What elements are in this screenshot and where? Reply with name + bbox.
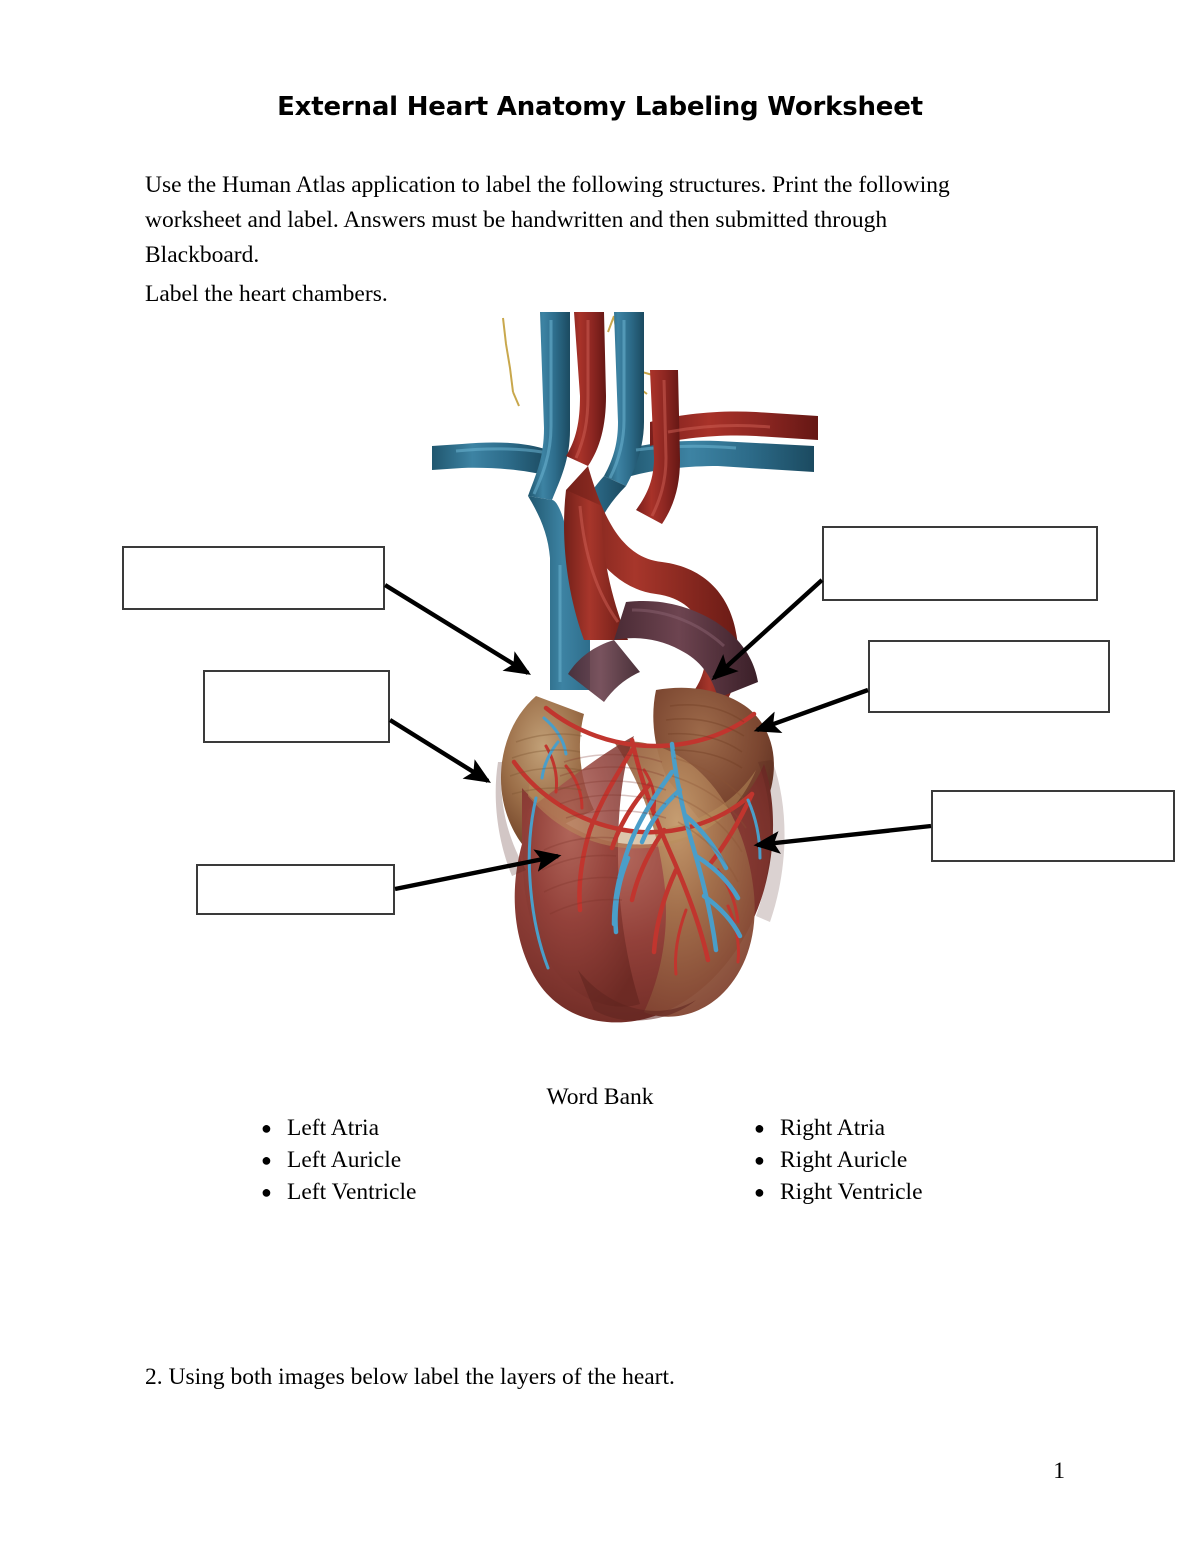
heart-anatomy-illustration	[418, 310, 830, 1030]
word-bank-term: Right Ventricle	[780, 1179, 923, 1205]
answer-box-3[interactable]	[196, 864, 395, 915]
bullet-icon: ●	[754, 1118, 765, 1138]
page-title: External Heart Anatomy Labeling Workshee…	[277, 92, 923, 122]
list-item: ● Left Auricle	[261, 1145, 595, 1175]
word-bank-term: Left Atria	[287, 1115, 380, 1141]
instructions-prompt-2: 2. Using both images below label the lay…	[145, 1364, 675, 1390]
list-item: ● Right Ventricle	[754, 1177, 1088, 1207]
answer-box-4[interactable]	[822, 526, 1098, 601]
list-item: ● Left Ventricle	[261, 1177, 595, 1207]
page-number: 1	[1053, 1458, 1065, 1484]
word-bank-left-column: ● Left Atria ● Left Auricle ● Left Ventr…	[245, 1113, 595, 1209]
bullet-icon: ●	[754, 1150, 765, 1170]
word-bank-term: Left Ventricle	[287, 1179, 417, 1205]
heart-figure	[0, 310, 1200, 1050]
bullet-icon: ●	[261, 1118, 272, 1138]
word-bank-right-column: ● Right Atria ● Right Auricle ● Right Ve…	[738, 1113, 1088, 1209]
list-item: ● Left Atria	[261, 1113, 595, 1143]
bullet-icon: ●	[261, 1182, 272, 1202]
list-item: ● Right Atria	[754, 1113, 1088, 1143]
bullet-icon: ●	[754, 1182, 765, 1202]
answer-box-5[interactable]	[868, 640, 1110, 713]
word-bank-heading: Word Bank	[546, 1084, 654, 1110]
list-item: ● Right Auricle	[754, 1145, 1088, 1175]
instructions-intro: Use the Human Atlas application to label…	[145, 172, 950, 268]
word-bank-term: Left Auricle	[287, 1147, 402, 1173]
answer-box-6[interactable]	[931, 790, 1175, 862]
word-bank-term: Right Atria	[780, 1115, 886, 1141]
instructions-prompt-1: Label the heart chambers.	[145, 281, 388, 307]
bullet-icon: ●	[261, 1150, 272, 1170]
answer-box-2[interactable]	[203, 670, 390, 743]
word-bank-term: Right Auricle	[780, 1147, 908, 1173]
answer-box-1[interactable]	[122, 546, 385, 610]
